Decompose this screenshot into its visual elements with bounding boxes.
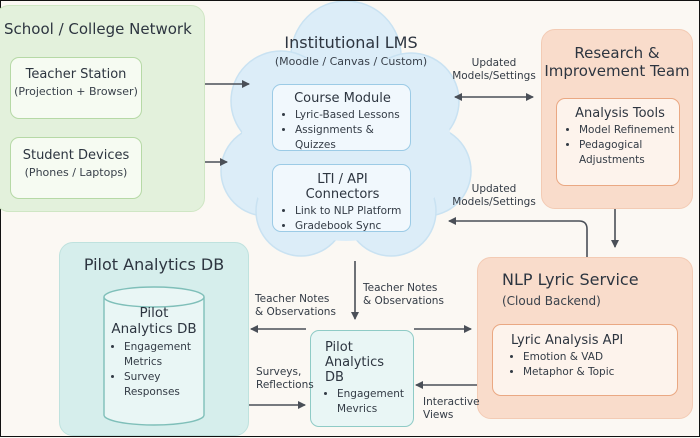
- label-line: Interactive: [423, 396, 480, 408]
- teacher-station-node[interactable]: Teacher Station (Projection + Browser): [10, 57, 142, 119]
- label-notes-left: Teacher Notes & Observations: [255, 293, 336, 319]
- analysis-tools-item-text: Pedagogical: [579, 139, 643, 151]
- teacher-station-title: Teacher Station: [25, 67, 127, 82]
- analysis-tools-node[interactable]: Analysis Tools Model Refinement Pedagogi…: [556, 98, 680, 186]
- label-line: Updated: [471, 183, 517, 195]
- cylinder-item-text-cont: Metrics: [124, 356, 163, 368]
- label-line: Views: [423, 409, 454, 421]
- lyric-api-item: Metaphor & Topic: [523, 365, 673, 380]
- label-line: Models/Settings: [452, 70, 536, 82]
- teacher-station-subtitle: (Projection + Browser): [14, 85, 138, 98]
- cylinder-title-line2: Analytics DB: [111, 321, 197, 337]
- label-line: Updated: [471, 57, 517, 69]
- student-devices-title: Student Devices: [22, 148, 130, 163]
- label-line: Teacher Notes: [255, 293, 330, 305]
- analysis-tools-item: Model Refinement: [579, 123, 677, 138]
- arrow-nlp-to-lms: [448, 217, 588, 257]
- course-module-list: Lyric-Based Lessons Assignments & Quizze…: [279, 108, 406, 153]
- student-devices-subtitle: (Phones / Laptops): [24, 166, 128, 179]
- lyric-api-title: Lyric Analysis API: [511, 333, 624, 348]
- label-updated-mid: Updated Models/Settings: [451, 183, 537, 209]
- nlp-service-zone: NLP Lyric Service (Cloud Backend) Lyric …: [477, 257, 693, 419]
- lms-header: Institutional LMS (Moodle / Canvas / Cus…: [261, 33, 441, 68]
- analysis-tools-title: Analysis Tools: [575, 106, 665, 121]
- lti-connectors-list: Link to NLP Platform Gradebook Sync: [279, 204, 406, 234]
- label-notes-center: Teacher Notes & Observations: [363, 282, 444, 308]
- pilot-db-card-title-line2: DB: [325, 370, 344, 385]
- label-line: & Observations: [363, 295, 444, 307]
- database-cylinder-icon: [103, 286, 205, 426]
- lms-subtitle: (Moodle / Canvas / Custom): [274, 55, 428, 68]
- research-team-zone: Research & Improvement Team Analysis Too…: [541, 29, 693, 209]
- label-surveys: Surveys, Reflections: [256, 366, 314, 392]
- cylinder-item-text-cont: Responses: [124, 386, 180, 398]
- label-line: Surveys,: [256, 366, 302, 378]
- school-network-title: School / College Network: [4, 20, 192, 38]
- course-module-item: Lyric-Based Lessons: [295, 108, 406, 123]
- research-title-line1: Research &: [574, 44, 660, 62]
- student-devices-node[interactable]: Student Devices (Phones / Laptops): [10, 137, 142, 199]
- lms-title: Institutional LMS: [284, 33, 418, 52]
- lyric-api-list: Emotion & VAD Metaphor & Topic: [511, 350, 673, 380]
- lti-connectors-item: Gradebook Sync: [295, 219, 406, 234]
- lti-connectors-node[interactable]: LTI / API Connectors Link to NLP Platfor…: [272, 164, 411, 232]
- lyric-api-node[interactable]: Lyric Analysis API Emotion & VAD Metapho…: [492, 324, 678, 396]
- lyric-api-item: Emotion & VAD: [523, 350, 673, 365]
- nlp-service-title: NLP Lyric Service: [502, 270, 639, 289]
- pilot-db-card-item-text: Engagement: [337, 388, 404, 400]
- cylinder-item-text: Survey: [124, 371, 161, 383]
- cylinder-item-text: Engagement: [124, 341, 191, 353]
- cylinder-title-line1: Pilot: [139, 305, 169, 321]
- pilot-db-card-item-text-cont: Mevrics: [337, 403, 378, 415]
- lti-connectors-title: LTI / API Connectors: [305, 172, 380, 202]
- analysis-tools-item-text-cont: Adjustments: [579, 154, 645, 166]
- pilot-db-zone: Pilot Analytics DB Pilot Analytics DB En…: [59, 242, 249, 436]
- label-line: & Observations: [255, 306, 336, 318]
- pilot-db-card-title-line1: Pilot Analytics: [325, 340, 385, 370]
- lti-connectors-item: Link to NLP Platform: [295, 204, 406, 219]
- nlp-service-subtitle: (Cloud Backend): [502, 294, 601, 308]
- course-module-item: Assignments & Quizzes: [295, 123, 406, 153]
- label-line: Reflections: [256, 379, 314, 391]
- label-line: Models/Settings: [452, 196, 536, 208]
- label-interactive: Interactive Views: [423, 396, 480, 422]
- course-module-title: Course Module: [294, 91, 391, 106]
- label-line: Teacher Notes: [363, 282, 438, 294]
- school-network-zone: School / College Network Teacher Station…: [0, 5, 205, 212]
- course-module-node[interactable]: Course Module Lyric-Based Lessons Assign…: [272, 84, 411, 151]
- research-title-line2: Improvement Team: [544, 62, 690, 80]
- pilot-db-zone-title: Pilot Analytics DB: [83, 255, 225, 274]
- label-updated-top: Updated Models/Settings: [451, 57, 537, 83]
